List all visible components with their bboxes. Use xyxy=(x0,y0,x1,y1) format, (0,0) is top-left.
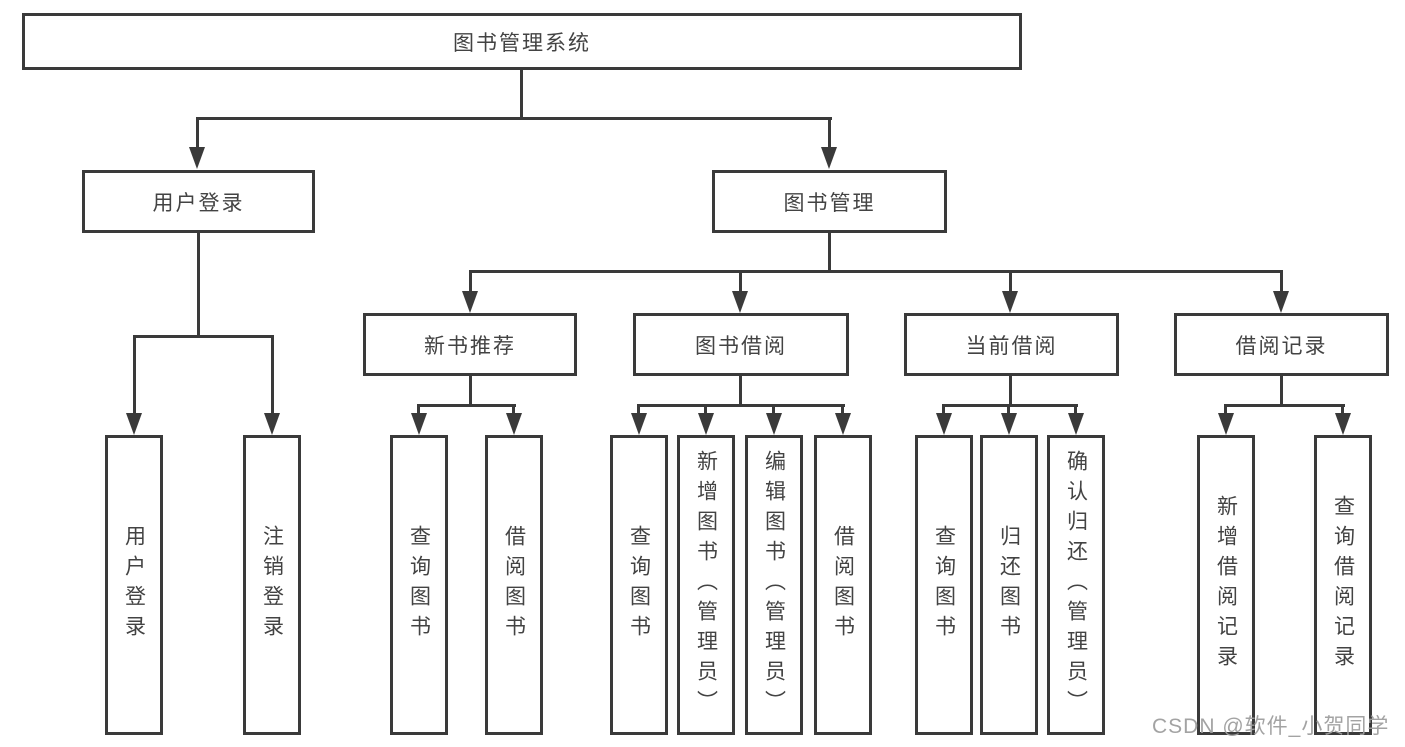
arrow-down-icon xyxy=(462,291,478,313)
leaf-label: 注销登录 xyxy=(260,525,284,645)
leaf-label: 新增图书（管理员） xyxy=(694,450,718,720)
leaf-return-books: 归还图书 xyxy=(980,435,1038,735)
node-label: 图书管理 xyxy=(783,191,876,215)
node-label: 图书管理系统 xyxy=(453,31,591,55)
arrow-down-icon xyxy=(1001,413,1017,435)
leaf-label: 查询图书 xyxy=(627,525,651,645)
leaf-label: 查询借阅记录 xyxy=(1331,495,1355,675)
connector-shaft xyxy=(739,270,742,295)
connector-shaft xyxy=(196,117,199,149)
node-new-book-recommend: 新书推荐 xyxy=(363,313,577,376)
leaf-label: 编辑图书（管理员） xyxy=(762,450,786,720)
arrow-down-icon xyxy=(1335,413,1351,435)
leaf-label: 新增借阅记录 xyxy=(1214,495,1238,675)
arrow-down-icon xyxy=(835,413,851,435)
leaf-borrow-books-recommend: 借阅图书 xyxy=(485,435,543,735)
connector-stem xyxy=(739,376,742,407)
leaf-label: 查询图书 xyxy=(407,525,431,645)
leaf-label: 确认归还（管理员） xyxy=(1064,450,1088,720)
connector-shaft xyxy=(1074,404,1077,418)
connector-shaft xyxy=(841,404,844,418)
leaf-borrow-books: 借阅图书 xyxy=(814,435,872,735)
connector-shaft xyxy=(942,404,945,418)
arrow-down-icon xyxy=(766,413,782,435)
leaf-logout: 注销登录 xyxy=(243,435,301,735)
node-library-system: 图书管理系统 xyxy=(22,13,1022,70)
connector-shaft xyxy=(469,270,472,295)
arrow-down-icon xyxy=(1273,291,1289,313)
connector-shaft xyxy=(512,404,515,418)
leaf-add-books-admin: 新增图书（管理员） xyxy=(677,435,735,735)
connector-shaft xyxy=(1007,404,1010,418)
arrow-down-icon xyxy=(936,413,952,435)
connector-login-branch xyxy=(133,335,274,338)
leaf-query-borrow-record: 查询借阅记录 xyxy=(1314,435,1372,735)
connector-shaft xyxy=(133,335,136,417)
connector-branch xyxy=(942,404,1078,407)
connector-shaft xyxy=(417,404,420,418)
leaf-label: 借阅图书 xyxy=(502,525,526,645)
connector-branch xyxy=(637,404,845,407)
arrow-down-icon xyxy=(732,291,748,313)
leaf-query-books-current: 查询图书 xyxy=(915,435,973,735)
arrow-down-icon xyxy=(1218,413,1234,435)
leaf-user-login: 用户登录 xyxy=(105,435,163,735)
connector-login-stem xyxy=(197,233,200,337)
node-label: 新书推荐 xyxy=(424,334,516,358)
leaf-label: 查询图书 xyxy=(932,525,956,645)
connector-l3-branch xyxy=(469,270,1283,273)
node-user-login: 用户登录 xyxy=(82,170,315,233)
arrow-down-icon xyxy=(189,147,205,169)
arrow-down-icon xyxy=(126,413,142,435)
connector-shaft xyxy=(1224,404,1227,418)
connector-shaft xyxy=(704,404,707,418)
connector-l1-branch xyxy=(196,117,832,120)
arrow-down-icon xyxy=(411,413,427,435)
arrow-down-icon xyxy=(698,413,714,435)
node-label: 借阅记录 xyxy=(1235,334,1328,358)
leaf-confirm-return-admin: 确认归还（管理员） xyxy=(1047,435,1105,735)
arrow-down-icon xyxy=(1068,413,1084,435)
leaf-query-books-recommend: 查询图书 xyxy=(390,435,448,735)
connector-stem xyxy=(1009,376,1012,407)
node-label: 图书借阅 xyxy=(695,334,787,358)
connector-shaft xyxy=(271,335,274,417)
connector-shaft xyxy=(637,404,640,418)
node-book-borrow: 图书借阅 xyxy=(633,313,849,376)
leaf-add-borrow-record: 新增借阅记录 xyxy=(1197,435,1255,735)
node-current-borrow: 当前借阅 xyxy=(904,313,1119,376)
leaf-label: 借阅图书 xyxy=(831,525,855,645)
leaf-label: 用户登录 xyxy=(122,525,146,645)
node-label: 当前借阅 xyxy=(965,334,1058,358)
arrow-down-icon xyxy=(506,413,522,435)
connector-mgmt-stem xyxy=(828,233,831,273)
watermark: CSDN @软件_小贺同学 xyxy=(1152,715,1390,738)
connector-shaft xyxy=(1280,270,1283,295)
connector-root-trunk xyxy=(520,70,523,119)
leaf-query-books-borrow: 查询图书 xyxy=(610,435,668,735)
leaf-edit-books-admin: 编辑图书（管理员） xyxy=(745,435,803,735)
arrow-down-icon xyxy=(821,147,837,169)
connector-stem xyxy=(1280,376,1283,407)
connector-shaft xyxy=(1341,404,1344,418)
connector-shaft xyxy=(828,117,831,149)
connector-stem xyxy=(469,376,472,407)
connector-shaft xyxy=(1009,270,1012,295)
connector-branch xyxy=(1224,404,1345,407)
leaf-label: 归还图书 xyxy=(997,525,1021,645)
node-borrow-records: 借阅记录 xyxy=(1174,313,1389,376)
node-book-management: 图书管理 xyxy=(712,170,947,233)
arrow-down-icon xyxy=(264,413,280,435)
arrow-down-icon xyxy=(631,413,647,435)
connector-shaft xyxy=(772,404,775,418)
node-label: 用户登录 xyxy=(152,191,245,215)
connector-branch xyxy=(417,404,516,407)
arrow-down-icon xyxy=(1002,291,1018,313)
